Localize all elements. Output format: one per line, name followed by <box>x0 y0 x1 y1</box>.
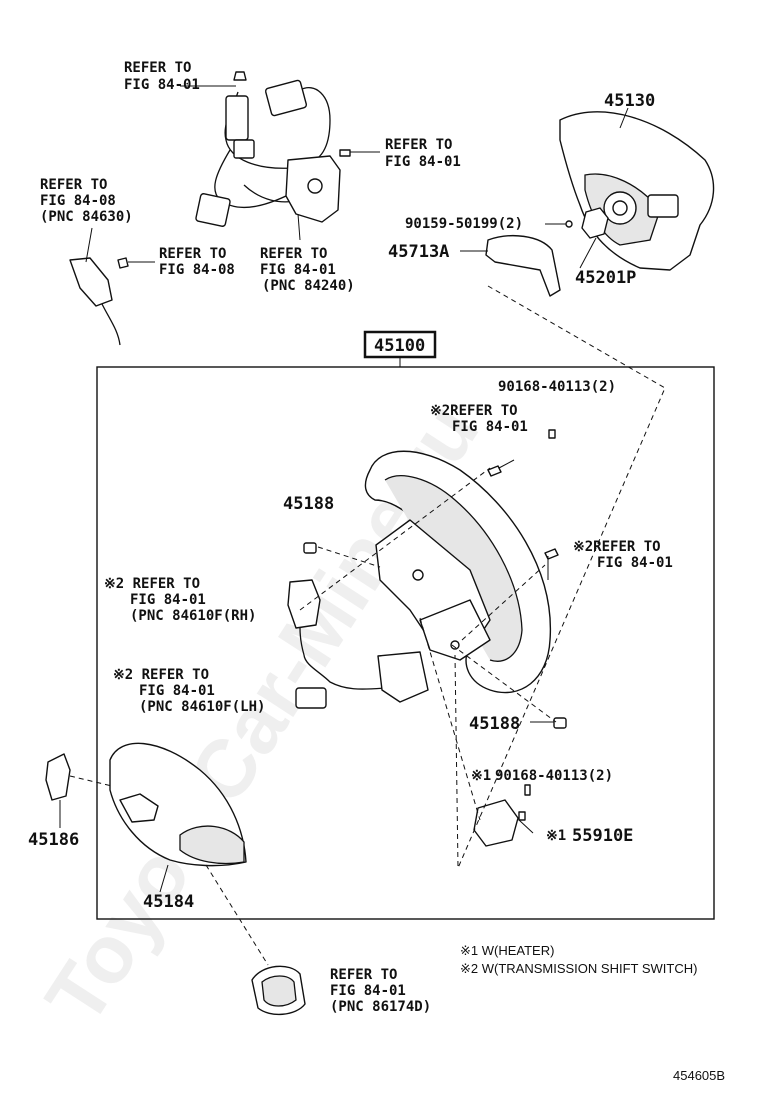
heater-prefix-b: ※1 <box>546 828 566 844</box>
pn-45201p: 45201P <box>575 268 636 288</box>
ref-lh-line2: FIG 84-01 <box>139 683 215 699</box>
pn-45713a: 45713A <box>388 242 449 262</box>
pn-45188-bottom: 45188 <box>469 714 520 734</box>
switch-with-cable-drawing <box>69 227 129 346</box>
switch-86174d-drawing <box>251 965 306 1015</box>
ref-right-line2: FIG 84-01 <box>385 154 461 170</box>
heater-prefix-a: ※1 <box>471 768 491 784</box>
pn-45186: 45186 <box>28 830 79 850</box>
note-heater: ※1 W(HEATER) <box>460 943 554 958</box>
ref-rh-line1: ※2 REFER TO <box>104 576 200 592</box>
connector-45201p-drawing <box>581 207 609 239</box>
pn-45188-top: 45188 <box>283 494 334 514</box>
ref-mid1-line1: REFER TO <box>159 246 226 262</box>
leader-lines <box>69 85 666 966</box>
ref-left-line3: (PNC 84630) <box>40 209 133 225</box>
steering-wheel-drawing <box>364 450 552 694</box>
ref-lh-line1: ※2 REFER TO <box>113 667 209 683</box>
ref-rh-line3: (PNC 84610F(RH) <box>130 608 256 624</box>
ref-bottom-line2: FIG 84-01 <box>330 983 406 999</box>
ref-left-line1: REFER TO <box>40 177 107 193</box>
lower-cover-45184-drawing <box>109 742 247 893</box>
ref-mid2-line2: FIG 84-01 <box>260 262 336 278</box>
bolt-45188-top-icon <box>303 542 317 554</box>
ref-mid2-line3: (PNC 84240) <box>262 278 355 294</box>
ref-wheel-top-line2: FIG 84-01 <box>452 419 528 435</box>
ref-wheel-top-line1: ※2REFER TO <box>430 403 518 419</box>
note-transmission-shift-switch: ※2 W(TRANSMISSION SHIFT SWITCH) <box>460 961 697 976</box>
pn-55910e: 55910E <box>572 826 633 846</box>
pn-45130: 45130 <box>604 91 655 111</box>
ref-mid1-line2: FIG 84-08 <box>159 262 235 278</box>
bolt-right-icon <box>544 548 559 560</box>
ref-rh-line2: FIG 84-01 <box>130 592 206 608</box>
pn-90159-50199: 90159-50199(2) <box>405 216 523 232</box>
clip-45186-drawing <box>45 753 71 828</box>
spiral-cable-harness-drawing <box>195 71 351 227</box>
screw-90168-top-icon <box>548 429 556 439</box>
figure-id: 454605B <box>673 1068 725 1083</box>
assembly-frame <box>96 366 715 920</box>
switch-lh-drawing <box>295 651 429 709</box>
pn-90168-40113-top: 90168-40113(2) <box>498 379 616 395</box>
bolt-top-icon <box>487 459 515 477</box>
airbag-45130-drawing <box>559 111 715 271</box>
heater-control-55910e-drawing <box>473 784 531 847</box>
pn-90168-40113-bottom: 90168-40113(2) <box>495 768 613 784</box>
cover-45713a-drawing <box>485 235 561 297</box>
bolt-45188-bottom-icon <box>553 717 567 729</box>
pn-45100: 45100 <box>374 336 425 356</box>
ref-top-line2: FIG 84-01 <box>124 77 200 93</box>
pn-45184: 45184 <box>143 892 194 912</box>
ref-bottom-line1: REFER TO <box>330 967 397 983</box>
assembly-part-number-box <box>363 330 437 359</box>
ref-left-line2: FIG 84-08 <box>40 193 116 209</box>
ref-wheel-right-line2: FIG 84-01 <box>597 555 673 571</box>
ref-bottom-line3: (PNC 86174D) <box>330 999 431 1015</box>
ref-wheel-right-line1: ※2REFER TO <box>573 539 661 555</box>
ref-lh-line3: (PNC 84610F(LH) <box>139 699 265 715</box>
ref-mid2-line1: REFER TO <box>260 246 327 262</box>
screw-90159-icon <box>565 220 573 228</box>
switch-rh-drawing <box>287 579 321 656</box>
ref-right-line1: REFER TO <box>385 137 452 153</box>
ref-top-line1: REFER TO <box>124 60 191 76</box>
